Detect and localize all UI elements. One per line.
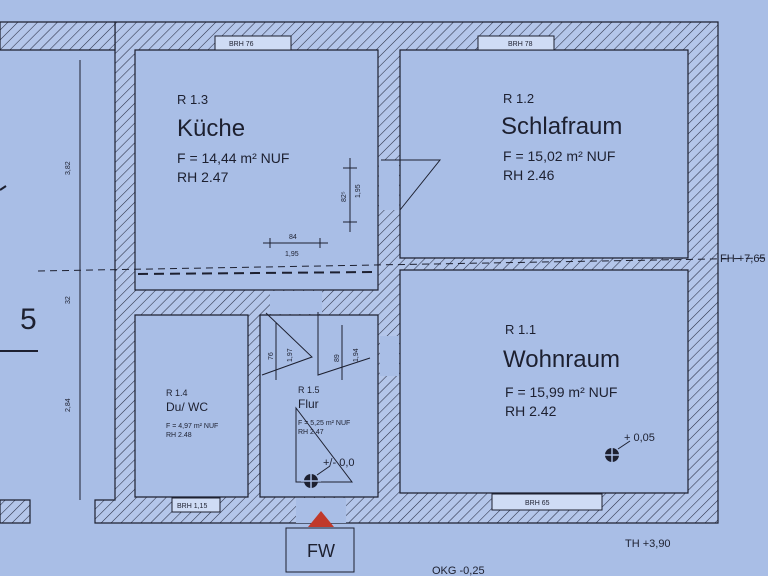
room-id: R 1.5 — [298, 385, 320, 395]
room-height: RH 2.48 — [166, 432, 192, 439]
room-area: F = 4,97 m² NUF — [166, 423, 218, 430]
window-label-schlafraum: BRH 78 — [508, 41, 533, 48]
room-area: F = 14,44 m² NUF — [177, 150, 289, 166]
room-name: Schlafraum — [501, 113, 622, 140]
door-openings — [270, 160, 399, 523]
window-label-duwc: BRH 1,15 — [177, 503, 207, 510]
dimension-text: 1,95 — [355, 184, 362, 198]
dimension-text: 32 — [65, 296, 72, 304]
level-okg: OKG -0,25 — [432, 565, 485, 576]
level-th: TH +3,90 — [625, 538, 671, 550]
room-height: RH 2.46 — [503, 167, 555, 183]
level-marker-flur — [301, 465, 331, 491]
windows — [171, 35, 603, 513]
dimension-text: 3,82 — [65, 161, 72, 175]
room-kueche: R 1.3 Küche F = 14,44 m² NUF RH 2.47 — [177, 92, 289, 185]
dimension-marks — [79, 60, 357, 500]
dimension-text: 2,84 — [65, 398, 72, 412]
entrance-arrow-icon — [308, 511, 334, 527]
window-schlafraum — [477, 35, 555, 51]
dimension-text: 82⁵ — [341, 191, 348, 202]
room-wohnraum: R 1.1 Wohnraum F = 15,99 m² NUF RH 2.42 — [503, 322, 620, 419]
dimension-text: 76 — [268, 352, 275, 360]
level-fh: FH +7,65 — [720, 253, 766, 265]
room-area: F = 5,25 m² NUF — [298, 420, 350, 427]
room-flur: R 1.5 Flur F = 5,25 m² NUF RH 2.47 — [298, 385, 350, 436]
room-area: F = 15,02 m² NUF — [503, 148, 615, 164]
dimension-text: 89 — [334, 354, 341, 362]
level-markers — [301, 440, 631, 491]
dimension-text: 84 — [289, 234, 297, 241]
room-duwc: R 1.4 Du/ WC F = 4,97 m² NUF RH 2.48 — [166, 388, 218, 439]
entrance-label: FW — [307, 541, 335, 561]
room-name: Wohnraum — [503, 346, 620, 373]
room-height: RH 2.47 — [298, 429, 324, 436]
room-name: Flur — [298, 397, 319, 411]
room-name: Du/ WC — [166, 400, 208, 414]
window-kueche — [214, 35, 292, 51]
room-area: F = 15,99 m² NUF — [505, 384, 617, 400]
walls — [94, 21, 719, 524]
section-line — [37, 257, 768, 272]
window-label-kueche: BRH 76 — [229, 41, 254, 48]
level-wohnraum: + 0,05 — [624, 432, 655, 444]
outer-wall — [94, 21, 719, 524]
room-id: R 1.4 — [166, 388, 188, 398]
dimension-text: 1,97 — [287, 348, 294, 362]
section-number: 5 — [20, 303, 37, 336]
window-duwc — [171, 497, 221, 513]
level-marker-wohnraum — [602, 440, 631, 465]
room-name: Küche — [177, 115, 245, 142]
room-id: R 1.3 — [177, 92, 208, 107]
dimension-text: 1,95 — [285, 251, 299, 258]
window-label-wohnraum: BRH 65 — [525, 500, 550, 507]
room-schlafraum: R 1.2 Schlafraum F = 15,02 m² NUF RH 2.4… — [501, 91, 622, 183]
room-id: R 1.1 — [505, 322, 536, 337]
dimension-text: 1,94 — [353, 348, 360, 362]
room-id: R 1.2 — [503, 91, 534, 106]
room-height: RH 2.42 — [505, 403, 557, 419]
door-swings — [261, 159, 442, 483]
entrance — [285, 511, 355, 573]
section-line-bold — [137, 271, 379, 275]
window-wohnraum — [491, 493, 603, 511]
level-flur: +/- 0,0 — [323, 457, 355, 469]
left-exterior — [0, 21, 116, 524]
room-height: RH 2.47 — [177, 169, 229, 185]
